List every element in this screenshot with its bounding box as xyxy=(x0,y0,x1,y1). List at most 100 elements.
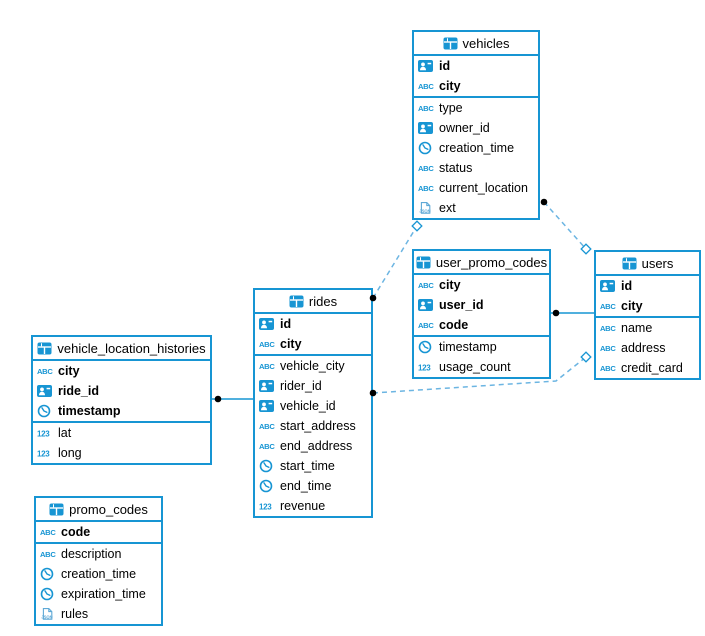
svg-text:123: 123 xyxy=(37,429,50,438)
connection-vehicles-to-users[interactable] xyxy=(543,201,587,250)
column-name: code xyxy=(439,318,469,332)
column-row-end_time[interactable]: end_time xyxy=(255,476,371,496)
table-header[interactable]: user_promo_codes xyxy=(414,251,549,275)
column-name: user_id xyxy=(439,298,484,312)
clock-icon xyxy=(37,404,54,418)
numeric-123-icon: 123 xyxy=(259,499,276,513)
column-name: end_time xyxy=(280,479,332,493)
svg-text:ABC: ABC xyxy=(259,442,275,451)
svg-text:ABC: ABC xyxy=(418,321,434,330)
abc-text-icon: ABC xyxy=(259,337,276,351)
column-row-timestamp[interactable]: timestamp xyxy=(33,401,210,421)
abc-text-icon: ABC xyxy=(40,547,57,561)
abc-text-icon: ABC xyxy=(37,364,54,378)
column-row-revenue[interactable]: 123 revenue xyxy=(255,496,371,516)
svg-text:ABC: ABC xyxy=(418,104,434,113)
column-row-ride_id[interactable]: ride_id xyxy=(33,381,210,401)
table-grid-icon xyxy=(49,503,64,516)
pk-separator xyxy=(596,316,699,318)
table-grid-icon xyxy=(443,37,458,50)
pk-separator xyxy=(414,335,549,337)
table-header[interactable]: promo_codes xyxy=(36,498,161,522)
abc-text-icon: ABC xyxy=(418,181,435,195)
column-name: credit_card xyxy=(621,361,683,375)
column-row-owner_id[interactable]: owner_id xyxy=(414,118,538,138)
abc-text-icon: ABC xyxy=(418,278,435,292)
column-name: code xyxy=(61,525,91,539)
column-row-city[interactable]: ABC city xyxy=(255,334,371,354)
abc-text-icon: ABC xyxy=(418,101,435,115)
column-row-id[interactable]: id xyxy=(596,276,699,296)
column-name: city xyxy=(280,337,302,351)
column-row-start_time[interactable]: start_time xyxy=(255,456,371,476)
column-row-rider_id[interactable]: rider_id xyxy=(255,376,371,396)
pk-separator xyxy=(414,96,538,98)
table-title: rides xyxy=(308,293,338,309)
column-row-user_id[interactable]: user_id xyxy=(414,295,549,315)
column-row-code[interactable]: ABC code xyxy=(414,315,549,335)
column-row-creation_time[interactable]: creation_time xyxy=(414,138,538,158)
column-row-id[interactable]: id xyxy=(414,56,538,76)
table-header[interactable]: rides xyxy=(255,290,371,314)
column-name: vehicle_id xyxy=(280,399,336,413)
column-row-ext[interactable]: JSON ext xyxy=(414,198,538,218)
table-title: promo_codes xyxy=(69,501,148,517)
svg-text:ABC: ABC xyxy=(600,302,616,311)
column-name: creation_time xyxy=(61,567,137,581)
column-row-timestamp[interactable]: timestamp xyxy=(414,337,549,357)
column-name: long xyxy=(58,446,82,460)
json-document-icon: JSON xyxy=(418,201,435,215)
svg-text:ABC: ABC xyxy=(37,367,53,376)
clock-icon xyxy=(418,340,435,354)
table-header[interactable]: users xyxy=(596,252,699,276)
column-name: start_time xyxy=(280,459,335,473)
table-header[interactable]: vehicles xyxy=(414,32,538,56)
svg-text:ABC: ABC xyxy=(259,422,275,431)
column-row-vehicle_id[interactable]: vehicle_id xyxy=(255,396,371,416)
column-row-expiration_time[interactable]: expiration_time xyxy=(36,584,161,604)
column-name: id xyxy=(439,59,451,73)
column-row-id[interactable]: id xyxy=(255,314,371,334)
table-grid-icon xyxy=(622,257,637,270)
column-name: revenue xyxy=(280,499,326,513)
column-row-creation_time[interactable]: creation_time xyxy=(36,564,161,584)
svg-text:123: 123 xyxy=(259,502,272,511)
column-name: address xyxy=(621,341,666,355)
svg-text:ABC: ABC xyxy=(418,184,434,193)
connection-rides-to-users[interactable] xyxy=(372,356,587,394)
numeric-123-icon: 123 xyxy=(418,360,435,374)
abc-text-icon: ABC xyxy=(418,161,435,175)
id-card-icon xyxy=(37,384,54,398)
table-title: vehicle_location_histories xyxy=(57,340,206,356)
table-header[interactable]: vehicle_location_histories xyxy=(33,337,210,361)
column-name: ext xyxy=(439,201,456,215)
column-name: timestamp xyxy=(58,404,121,418)
column-name: id xyxy=(621,279,633,293)
